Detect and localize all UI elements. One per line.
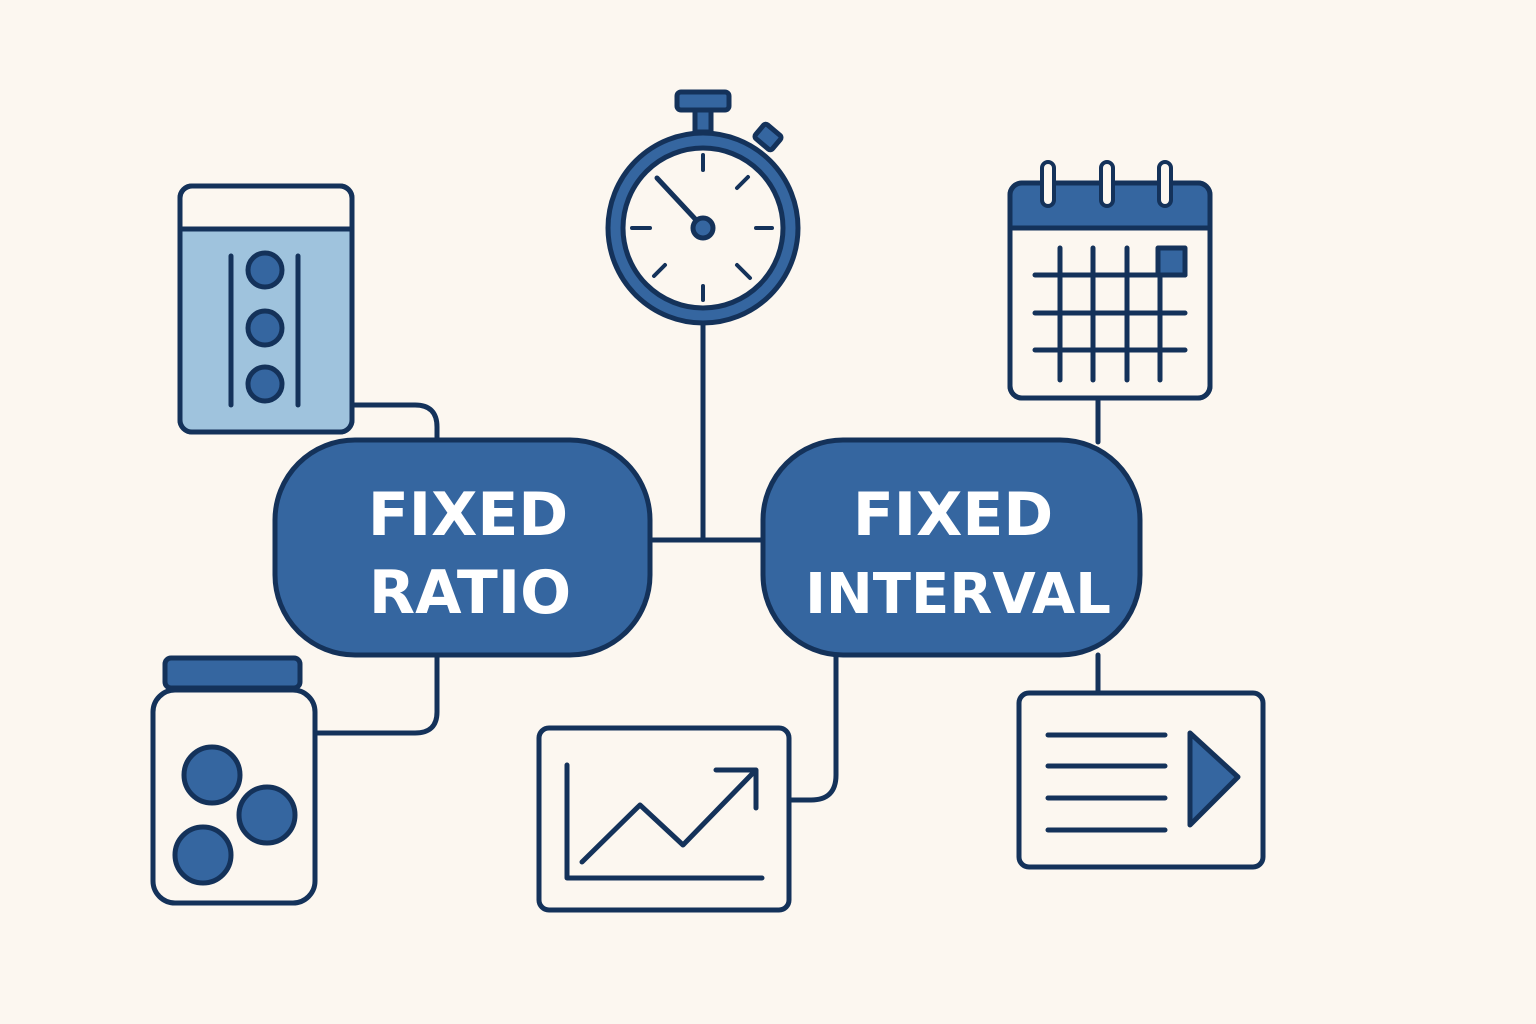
calendar-icon [1007,160,1213,401]
stopwatch-icon [605,89,801,326]
fixed-interval-node: FIXED INTERVAL [760,437,1143,658]
fixed-ratio-line1: FIXED [368,480,568,550]
fixed-ratio-line2: RATIO [369,558,571,628]
fixed-interval-line2: INTERVAL [805,562,1111,627]
jar-icon [150,655,318,906]
dispenser-icon [177,183,355,435]
fixed-ratio-node: FIXED RATIO [272,437,653,658]
video-document-icon [1016,690,1266,870]
fixed-interval-line1: FIXED [853,480,1053,550]
chart-icon [536,725,792,913]
connectors [312,319,1101,803]
